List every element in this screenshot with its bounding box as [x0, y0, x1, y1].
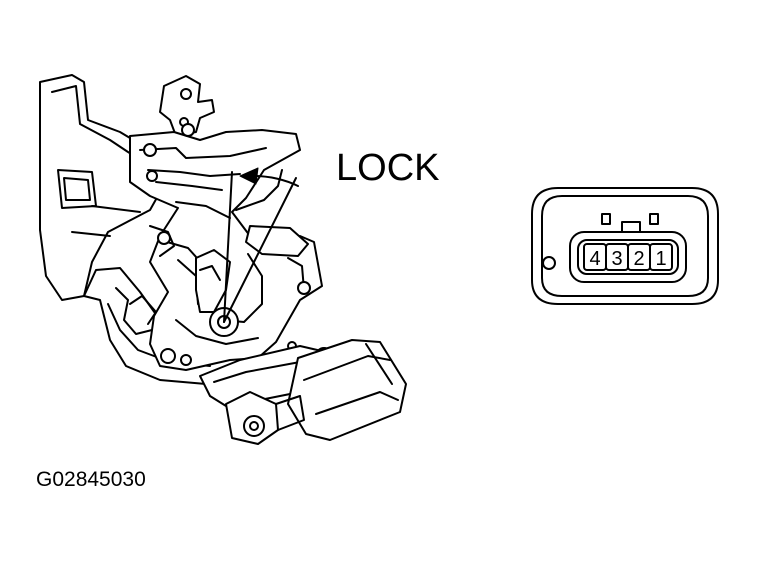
connector-pin-number: 1 [655, 248, 666, 270]
connector-pin-number: 3 [611, 248, 622, 270]
connector-pin-number: 4 [589, 248, 600, 270]
lock-label: LOCK [336, 147, 439, 189]
connector-pin-number: 2 [633, 248, 644, 270]
connector-pin-row: 4 3 2 1 [583, 243, 673, 271]
door-lock-actuator-assembly [39, 74, 407, 445]
connector-pin-cell [649, 243, 673, 271]
figure-code: G02845030 [36, 468, 146, 491]
lock-direction-arrow [239, 167, 299, 187]
